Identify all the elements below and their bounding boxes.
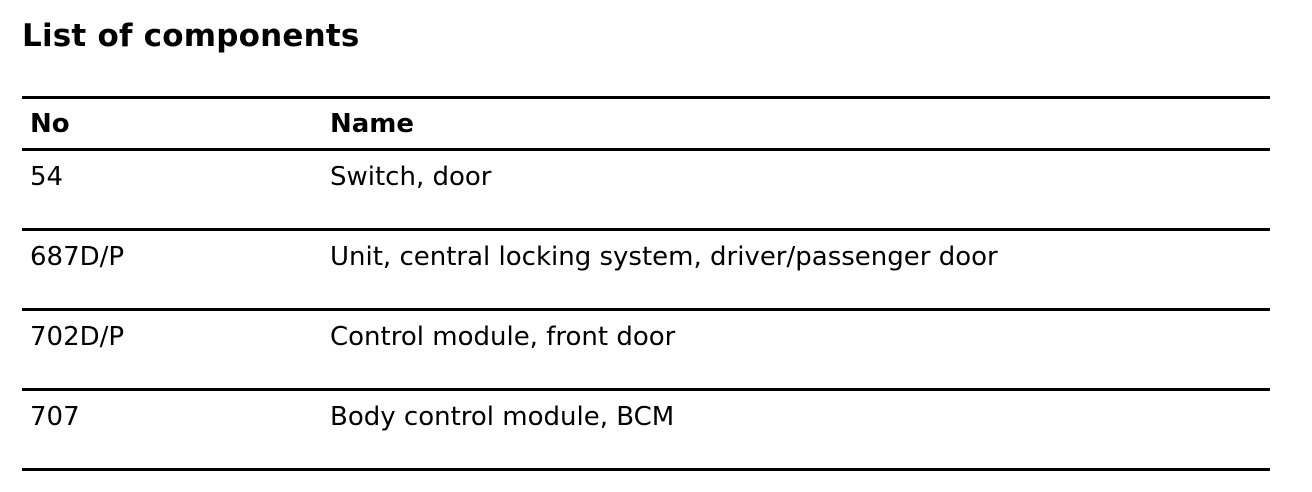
- table-header-row: No Name: [22, 97, 1270, 150]
- component-name: Body control module, BCM: [330, 402, 675, 432]
- component-number: 702D/P: [30, 322, 125, 352]
- table-row: 707 Body control module, BCM: [22, 390, 1270, 470]
- table-row: 687D/P Unit, central locking system, dri…: [22, 230, 1270, 310]
- component-number: 707: [30, 402, 80, 432]
- component-name: Unit, central locking system, driver/pas…: [330, 242, 998, 272]
- components-table: No Name 54 Switch, door 687D/P Unit, cen…: [22, 96, 1270, 471]
- column-header-name: Name: [330, 108, 415, 139]
- component-number: 54: [30, 162, 64, 192]
- page-title: List of components: [22, 18, 360, 54]
- component-name: Switch, door: [330, 162, 492, 192]
- table-row: 702D/P Control module, front door: [22, 310, 1270, 390]
- column-header-no: No: [30, 108, 70, 139]
- table-row: 54 Switch, door: [22, 150, 1270, 230]
- component-name: Control module, front door: [330, 322, 676, 352]
- component-number: 687D/P: [30, 242, 125, 272]
